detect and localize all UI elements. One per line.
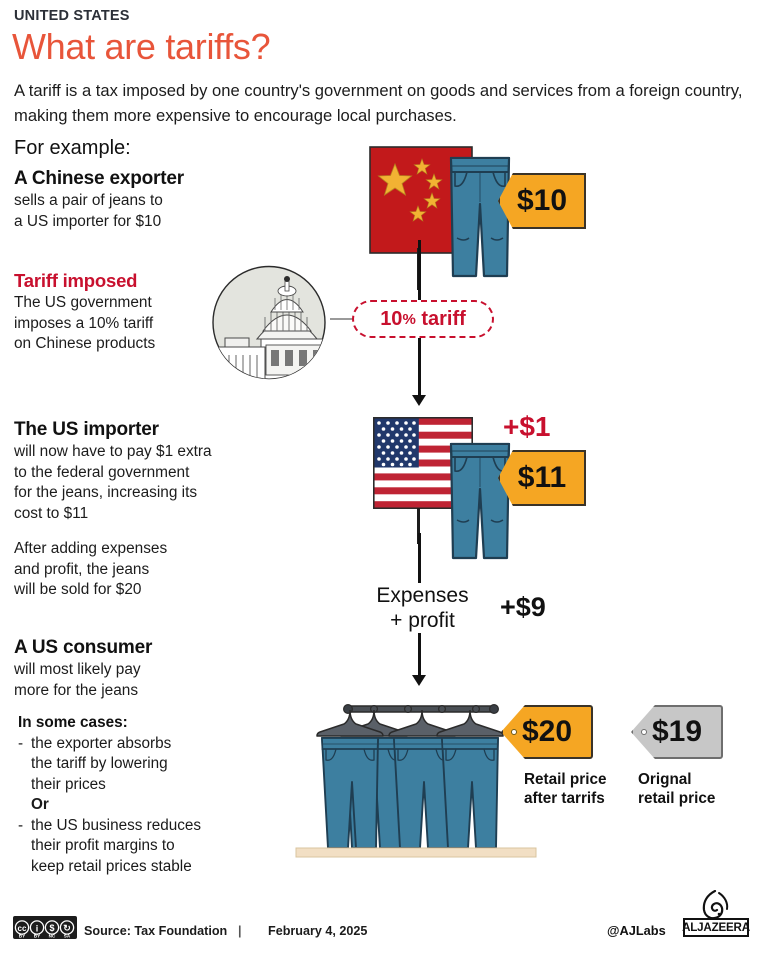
expenses-profit-label: Expenses + profit [340,583,505,633]
source-label: Source: Tax Foundation [84,924,228,938]
svg-text:$: $ [49,923,54,933]
flag-pole [417,508,421,544]
in-some-cases-block: In some cases: - the exporter absorbs th… [18,713,201,877]
svg-text:↻: ↻ [63,923,71,933]
svg-text:i: i [36,924,39,934]
for-example-label: For example: [14,137,131,159]
us-importer-heading: The US importer [14,419,159,440]
or-label: Or [31,796,49,813]
clothing-rack-icon [295,703,537,858]
tariff-percent-sign: % [402,310,416,328]
jeans-icon [449,442,511,560]
tariff-rate-badge: 10% tariff [352,300,494,338]
bullet-dash: - [18,734,24,752]
svg-text:cc: cc [18,924,27,933]
chinese-exporter-body: sells a pair of jeans to a US importer f… [14,192,163,230]
original-price-tag: $19 [631,705,723,759]
aljazeera-wordmark: ALJAZEERA [682,921,750,934]
step-us-importer: The US importer will now have to pay $1 … [14,419,212,524]
original-price-value: $19 [651,715,703,748]
price-tag-import: $11 [498,450,586,506]
list-item: - the US business reduces their profit m… [18,816,201,878]
price-tag-export: $10 [498,173,586,229]
tariff-rate-value: 10 [380,307,403,330]
jeans-icon [449,156,511,278]
bullet-dash: - [18,816,24,834]
standfirst-text: A tariff is a tax imposed by one country… [14,81,743,125]
step-us-consumer: A US consumer will most likely pay more … [14,637,152,701]
or-separator: Or [18,795,201,816]
cases-list: - the exporter absorbs the tariff by low… [18,734,201,878]
tag-hole [641,729,647,735]
tariff-extra-amount: +$1 [503,411,551,442]
retail-price-caption: Retail price after tarrifs [524,771,607,807]
step-example: For example: A Chinese exporter sells a … [14,137,184,232]
tariff-imposed-heading: Tariff imposed [14,270,138,291]
publish-date: February 4, 2025 [268,924,368,938]
retail-price-tag: $20 [501,705,593,759]
svg-text:BY: BY [34,934,40,939]
kicker-label: UNITED STATES [14,8,130,24]
tariff-connector-line [330,318,354,321]
original-price-caption: Orignal retail price [638,771,716,807]
aljazeera-logo: ALJAZEERA [682,918,750,937]
us-importer-body: will now have to pay $1 extra to the fed… [14,443,212,522]
footer-separator: | [238,924,242,938]
chinese-exporter-heading: A Chinese exporter [14,168,184,189]
tariff-imposed-body: The US government imposes a 10% tariff o… [14,294,156,352]
step-after-expenses: After adding expenses and profit, the je… [14,538,167,601]
price-tag-import-value: $11 [517,461,567,494]
us-consumer-body: will most likely pay more for the jeans [14,661,141,699]
step-tariff-imposed: Tariff imposed The US government imposes… [14,270,155,355]
svg-text:SA: SA [64,934,71,939]
svg-text:NC: NC [49,934,56,939]
us-consumer-heading: A US consumer [14,637,153,658]
us-capitol-icon [212,265,326,380]
creative-commons-license-icon: cc i $ ↻ BY BY NC SA [13,916,77,939]
in-some-cases-heading: In some cases: [18,714,128,731]
svg-text:BY: BY [19,934,25,939]
case-text: the exporter absorbs the tariff by lower… [31,734,172,793]
tariff-word-label: tariff [421,307,466,330]
aljazeera-calligraphy-icon [702,890,729,920]
footer-divider [0,894,762,895]
list-item: - the exporter absorbs the tariff by low… [18,734,201,796]
case-text: the US business reduces their profit mar… [31,816,202,875]
retail-price-value: $20 [521,715,573,748]
price-tag-export-value: $10 [516,184,568,217]
expenses-profit-amount: +$9 [500,592,546,622]
tag-hole [511,729,517,735]
ajlabs-handle: @AJLabs [607,923,666,938]
page-title: What are tariffs? [12,26,271,67]
after-expenses-body: After adding expenses and profit, the je… [14,540,168,598]
